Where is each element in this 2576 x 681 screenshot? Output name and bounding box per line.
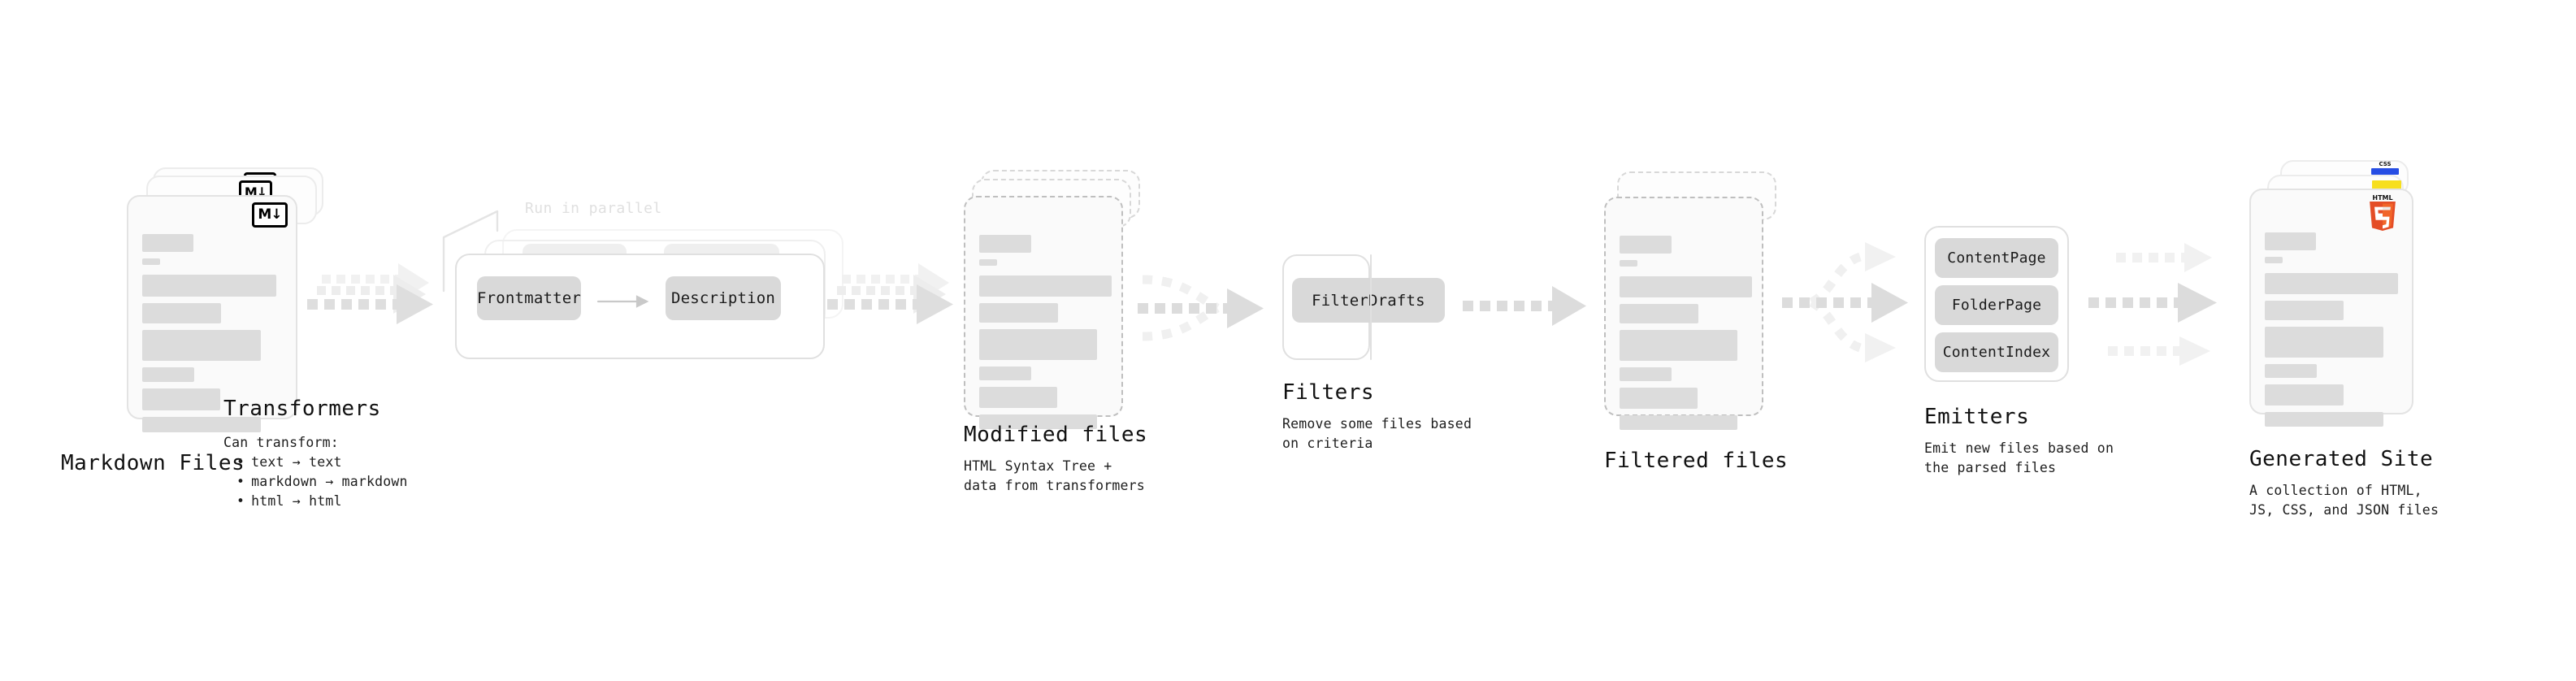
markdown-file-placeholder-lines	[142, 234, 282, 439]
transformer-node-description[interactable]: Description	[666, 276, 781, 320]
stage-title-generated-site: Generated Site	[2249, 447, 2434, 471]
emitter-node-contentindex[interactable]: ContentIndex	[1935, 332, 2058, 372]
transformers-subtitle-head: Can transform:	[223, 435, 339, 450]
stage-title-filters: Filters	[1282, 380, 1375, 405]
css-badge-label: CSS	[2379, 161, 2392, 167]
arrow-markdown-to-transformers	[307, 263, 433, 324]
transformers-bullet-markdown: markdown → markdown	[236, 472, 408, 492]
transformers-bullet-html: html → html	[236, 492, 408, 511]
site-file-placeholder-lines	[2265, 232, 2398, 433]
run-in-parallel-label: Run in parallel	[525, 200, 662, 217]
filters-panel-edge	[1370, 254, 1372, 360]
run-in-parallel-bracket	[442, 210, 499, 293]
css-badge-icon: CSS	[2371, 161, 2399, 175]
transformer-node-frontmatter[interactable]: Frontmatter	[477, 276, 581, 320]
emitters-subtitle: Emit new files based on the parsed files	[1924, 440, 2114, 475]
stage-title-modified-files: Modified files	[964, 423, 1148, 447]
html5-logo-caption: HTML	[2372, 194, 2393, 202]
markdown-badge-icon: M↓	[252, 202, 288, 228]
stage-title-emitters: Emitters	[1924, 405, 2030, 429]
html5-logo-icon: HTML	[2367, 193, 2398, 231]
stage-title-markdown-files: Markdown Files	[61, 451, 245, 475]
generated-site-subtitle: A collection of HTML, JS, CSS, and JSON …	[2249, 483, 2439, 518]
emitter-node-folderpage[interactable]: FolderPage	[1935, 285, 2058, 325]
transformers-bullet-text: text → text	[236, 453, 408, 472]
stage-title-transformers: Transformers	[223, 397, 381, 421]
arrow-transformers-to-modified	[827, 263, 953, 324]
emitter-node-contentpage[interactable]: ContentPage	[1935, 238, 2058, 278]
markdown-file-card-front	[127, 195, 297, 432]
transformers-bullet-list: text → text markdown → markdown html → h…	[223, 453, 408, 511]
arrow-modified-to-filters	[1138, 275, 1264, 341]
modified-file-card-front	[964, 196, 1123, 429]
filters-subtitle: Remove some files based on criteria	[1282, 416, 1472, 451]
filter-node-filterdrafts[interactable]: FilterDrafts	[1292, 278, 1445, 323]
transformer-inner-arrow	[596, 295, 649, 308]
modified-file-placeholder-lines	[979, 235, 1112, 436]
arrow-filters-to-filtered	[1463, 286, 1586, 326]
filtered-file-card-front	[1604, 197, 1763, 430]
arrow-emitters-to-site	[2088, 243, 2217, 366]
filtered-file-placeholder-lines	[1620, 236, 1752, 436]
modified-files-subtitle: HTML Syntax Tree + data from transformer…	[964, 458, 1145, 493]
stage-title-filtered-files: Filtered files	[1604, 449, 1789, 473]
arrow-filtered-to-emitters	[1782, 242, 1908, 362]
